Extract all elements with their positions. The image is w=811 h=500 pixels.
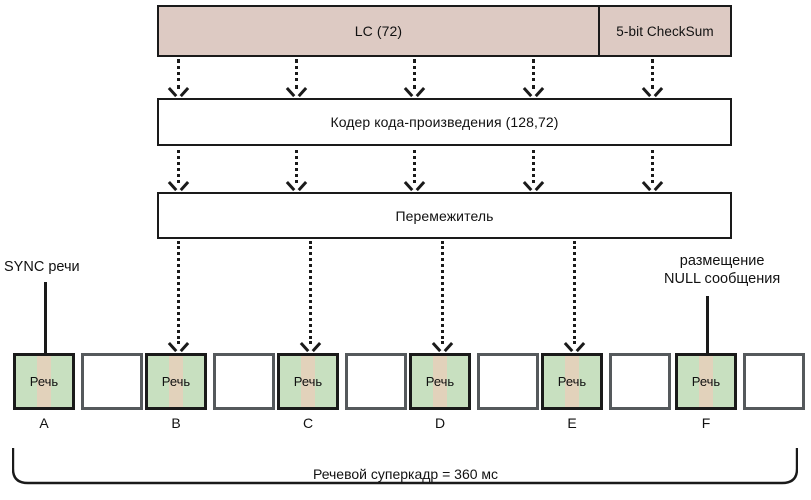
frame-label-f: F bbox=[701, 415, 711, 431]
frame-label-a: A bbox=[39, 415, 49, 431]
dotted-arrow-encoder-to-interleaver-5 bbox=[651, 150, 654, 192]
null-annotation-line2: NULL сообщения bbox=[664, 271, 781, 287]
arrow-head-icon bbox=[407, 181, 422, 192]
frame-stripe bbox=[699, 356, 713, 407]
null-annotation-line1: размещение bbox=[679, 253, 765, 269]
arrow-head-icon bbox=[171, 181, 186, 192]
frame-cell-speech-e[interactable]: Речь bbox=[541, 353, 603, 410]
dotted-arrow-lc-to-encoder-1 bbox=[177, 59, 180, 98]
dotted-arrow-encoder-to-interleaver-1 bbox=[177, 150, 180, 192]
arrow-head-icon bbox=[567, 342, 582, 353]
frame-cell-caption: Речь bbox=[691, 374, 721, 389]
superframe-caption: Речевой суперкадр = 360 мс bbox=[312, 466, 499, 482]
arrow-head-icon bbox=[171, 342, 186, 353]
sync-annotation-text: SYNC речи bbox=[4, 259, 80, 275]
dotted-arrow-interleaver-to-frame-e bbox=[573, 241, 576, 353]
frame-label-e: E bbox=[567, 415, 577, 431]
encoder-block: Кодер кода-произведения (128,72) bbox=[157, 98, 732, 146]
dotted-arrow-interleaver-to-frame-c bbox=[309, 241, 312, 353]
frame-cell-speech-b[interactable]: Речь bbox=[145, 353, 207, 410]
arrow-shaft bbox=[295, 150, 298, 183]
frame-cell-caption: Речь bbox=[29, 374, 59, 389]
dotted-arrow-encoder-to-interleaver-2 bbox=[295, 150, 298, 192]
arrow-shaft bbox=[441, 241, 444, 344]
frame-cell-speech-f[interactable]: Речь bbox=[675, 353, 737, 410]
dotted-arrow-lc-to-encoder-2 bbox=[295, 59, 298, 98]
arrow-shaft bbox=[413, 59, 416, 89]
checksum-block: 5-bit CheckSum bbox=[598, 5, 732, 57]
sync-annotation: SYNC речи bbox=[4, 258, 80, 276]
dotted-arrow-interleaver-to-frame-b bbox=[177, 241, 180, 353]
arrow-head-icon bbox=[526, 87, 541, 98]
frame-cell-empty-5[interactable] bbox=[609, 353, 671, 410]
frame-label-c: C bbox=[302, 415, 314, 431]
frame-stripe bbox=[433, 356, 447, 407]
dotted-arrow-encoder-to-interleaver-3 bbox=[413, 150, 416, 192]
superframe-bracket-icon bbox=[12, 448, 798, 485]
dotted-arrow-lc-to-encoder-3 bbox=[413, 59, 416, 98]
frame-cell-empty-1[interactable] bbox=[81, 353, 143, 410]
arrow-head-icon bbox=[645, 181, 660, 192]
sync-pointer-line bbox=[44, 282, 47, 354]
dotted-arrow-encoder-to-interleaver-4 bbox=[532, 150, 535, 192]
arrow-shaft bbox=[532, 59, 535, 89]
arrow-shaft bbox=[177, 59, 180, 89]
arrow-shaft bbox=[573, 241, 576, 344]
frame-stripe bbox=[565, 356, 579, 407]
arrow-head-icon bbox=[289, 87, 304, 98]
frame-cell-empty-2[interactable] bbox=[213, 353, 275, 410]
frame-stripe bbox=[169, 356, 183, 407]
arrow-shaft bbox=[177, 241, 180, 344]
frame-cell-empty-3[interactable] bbox=[345, 353, 407, 410]
null-pointer-line bbox=[706, 296, 709, 354]
frame-stripe bbox=[301, 356, 315, 407]
arrow-shaft bbox=[532, 150, 535, 183]
frame-label-d: D bbox=[434, 415, 446, 431]
arrow-shaft bbox=[309, 241, 312, 344]
interleaver-block: Перемежитель bbox=[157, 192, 732, 239]
frame-cell-speech-c[interactable]: Речь bbox=[277, 353, 339, 410]
arrow-head-icon bbox=[407, 87, 422, 98]
arrow-shaft bbox=[651, 150, 654, 183]
null-annotation: размещение NULL сообщения bbox=[664, 252, 780, 288]
frame-cell-caption: Речь bbox=[557, 374, 587, 389]
arrow-shaft bbox=[413, 150, 416, 183]
arrow-head-icon bbox=[303, 342, 318, 353]
arrow-head-icon bbox=[526, 181, 541, 192]
frame-cell-speech-a[interactable]: Речь bbox=[13, 353, 75, 410]
arrow-shaft bbox=[295, 59, 298, 89]
frame-label-b: B bbox=[171, 415, 181, 431]
arrow-head-icon bbox=[435, 342, 450, 353]
arrow-shaft bbox=[651, 59, 654, 89]
lc-block: LC (72) bbox=[157, 5, 599, 57]
frame-cell-empty-6[interactable] bbox=[743, 353, 805, 410]
arrow-shaft bbox=[177, 150, 180, 183]
frame-cell-caption: Речь bbox=[293, 374, 323, 389]
frame-stripe bbox=[37, 356, 51, 407]
arrow-head-icon bbox=[171, 87, 186, 98]
frame-cell-speech-d[interactable]: Речь bbox=[409, 353, 471, 410]
frame-cell-caption: Речь bbox=[161, 374, 191, 389]
frame-cell-empty-4[interactable] bbox=[477, 353, 539, 410]
dotted-arrow-interleaver-to-frame-d bbox=[441, 241, 444, 353]
dotted-arrow-lc-to-encoder-4 bbox=[532, 59, 535, 98]
arrow-head-icon bbox=[289, 181, 304, 192]
frame-cell-caption: Речь bbox=[425, 374, 455, 389]
arrow-head-icon bbox=[645, 87, 660, 98]
dotted-arrow-lc-to-encoder-5 bbox=[651, 59, 654, 98]
